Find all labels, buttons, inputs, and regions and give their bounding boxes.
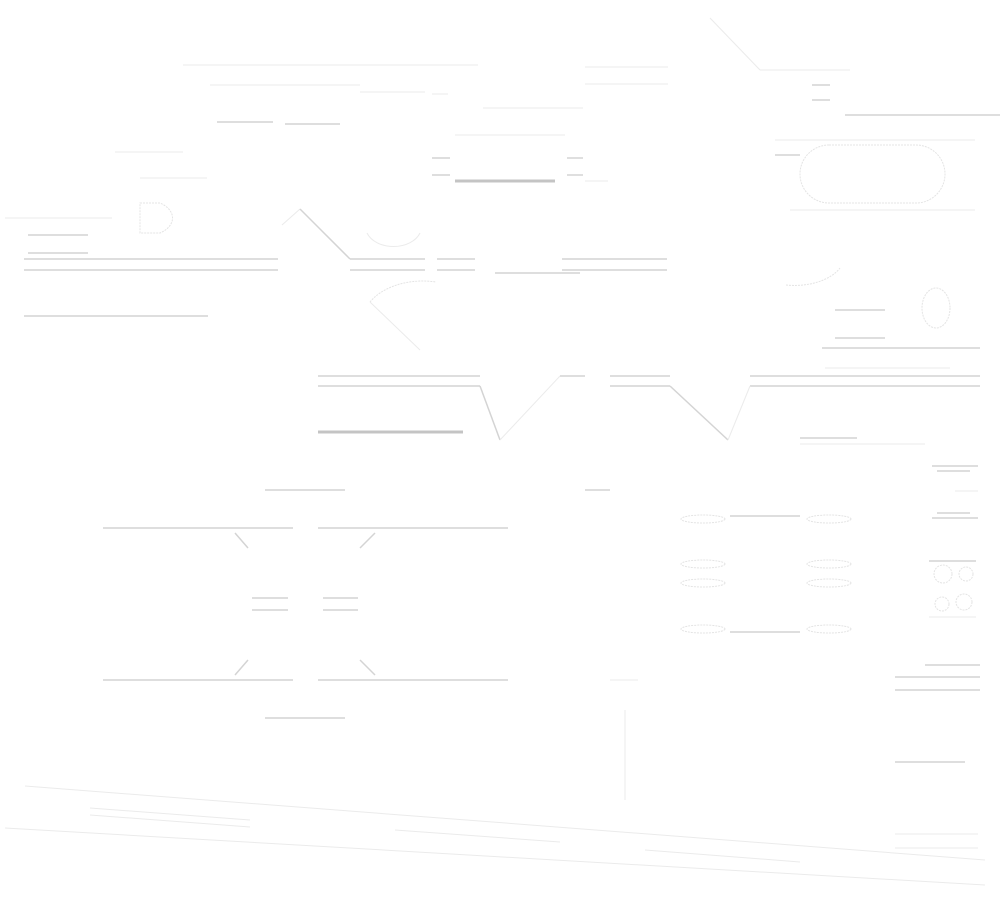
chair: [806, 514, 852, 524]
kitchen-stove: [895, 465, 980, 849]
chair: [680, 514, 726, 524]
center-top-fixtures: [281, 66, 668, 351]
dining-table: [680, 514, 852, 634]
middle-corridor: [265, 375, 751, 491]
door-swing: [369, 280, 437, 303]
sink-fixture: [139, 202, 173, 234]
bottom-terrace: [4, 679, 986, 886]
upper-left-room: [5, 64, 478, 317]
toilet-fixture: [921, 287, 951, 329]
upper-right-room: [709, 17, 1000, 445]
chair: [806, 624, 852, 634]
chair: [680, 624, 726, 634]
chair: [680, 578, 726, 588]
chair: [680, 559, 726, 569]
chair: [806, 578, 852, 588]
chair: [806, 559, 852, 569]
bathtub-fixture: [799, 144, 946, 204]
lower-left-room: [103, 527, 508, 719]
door-swing-right: [785, 267, 841, 286]
